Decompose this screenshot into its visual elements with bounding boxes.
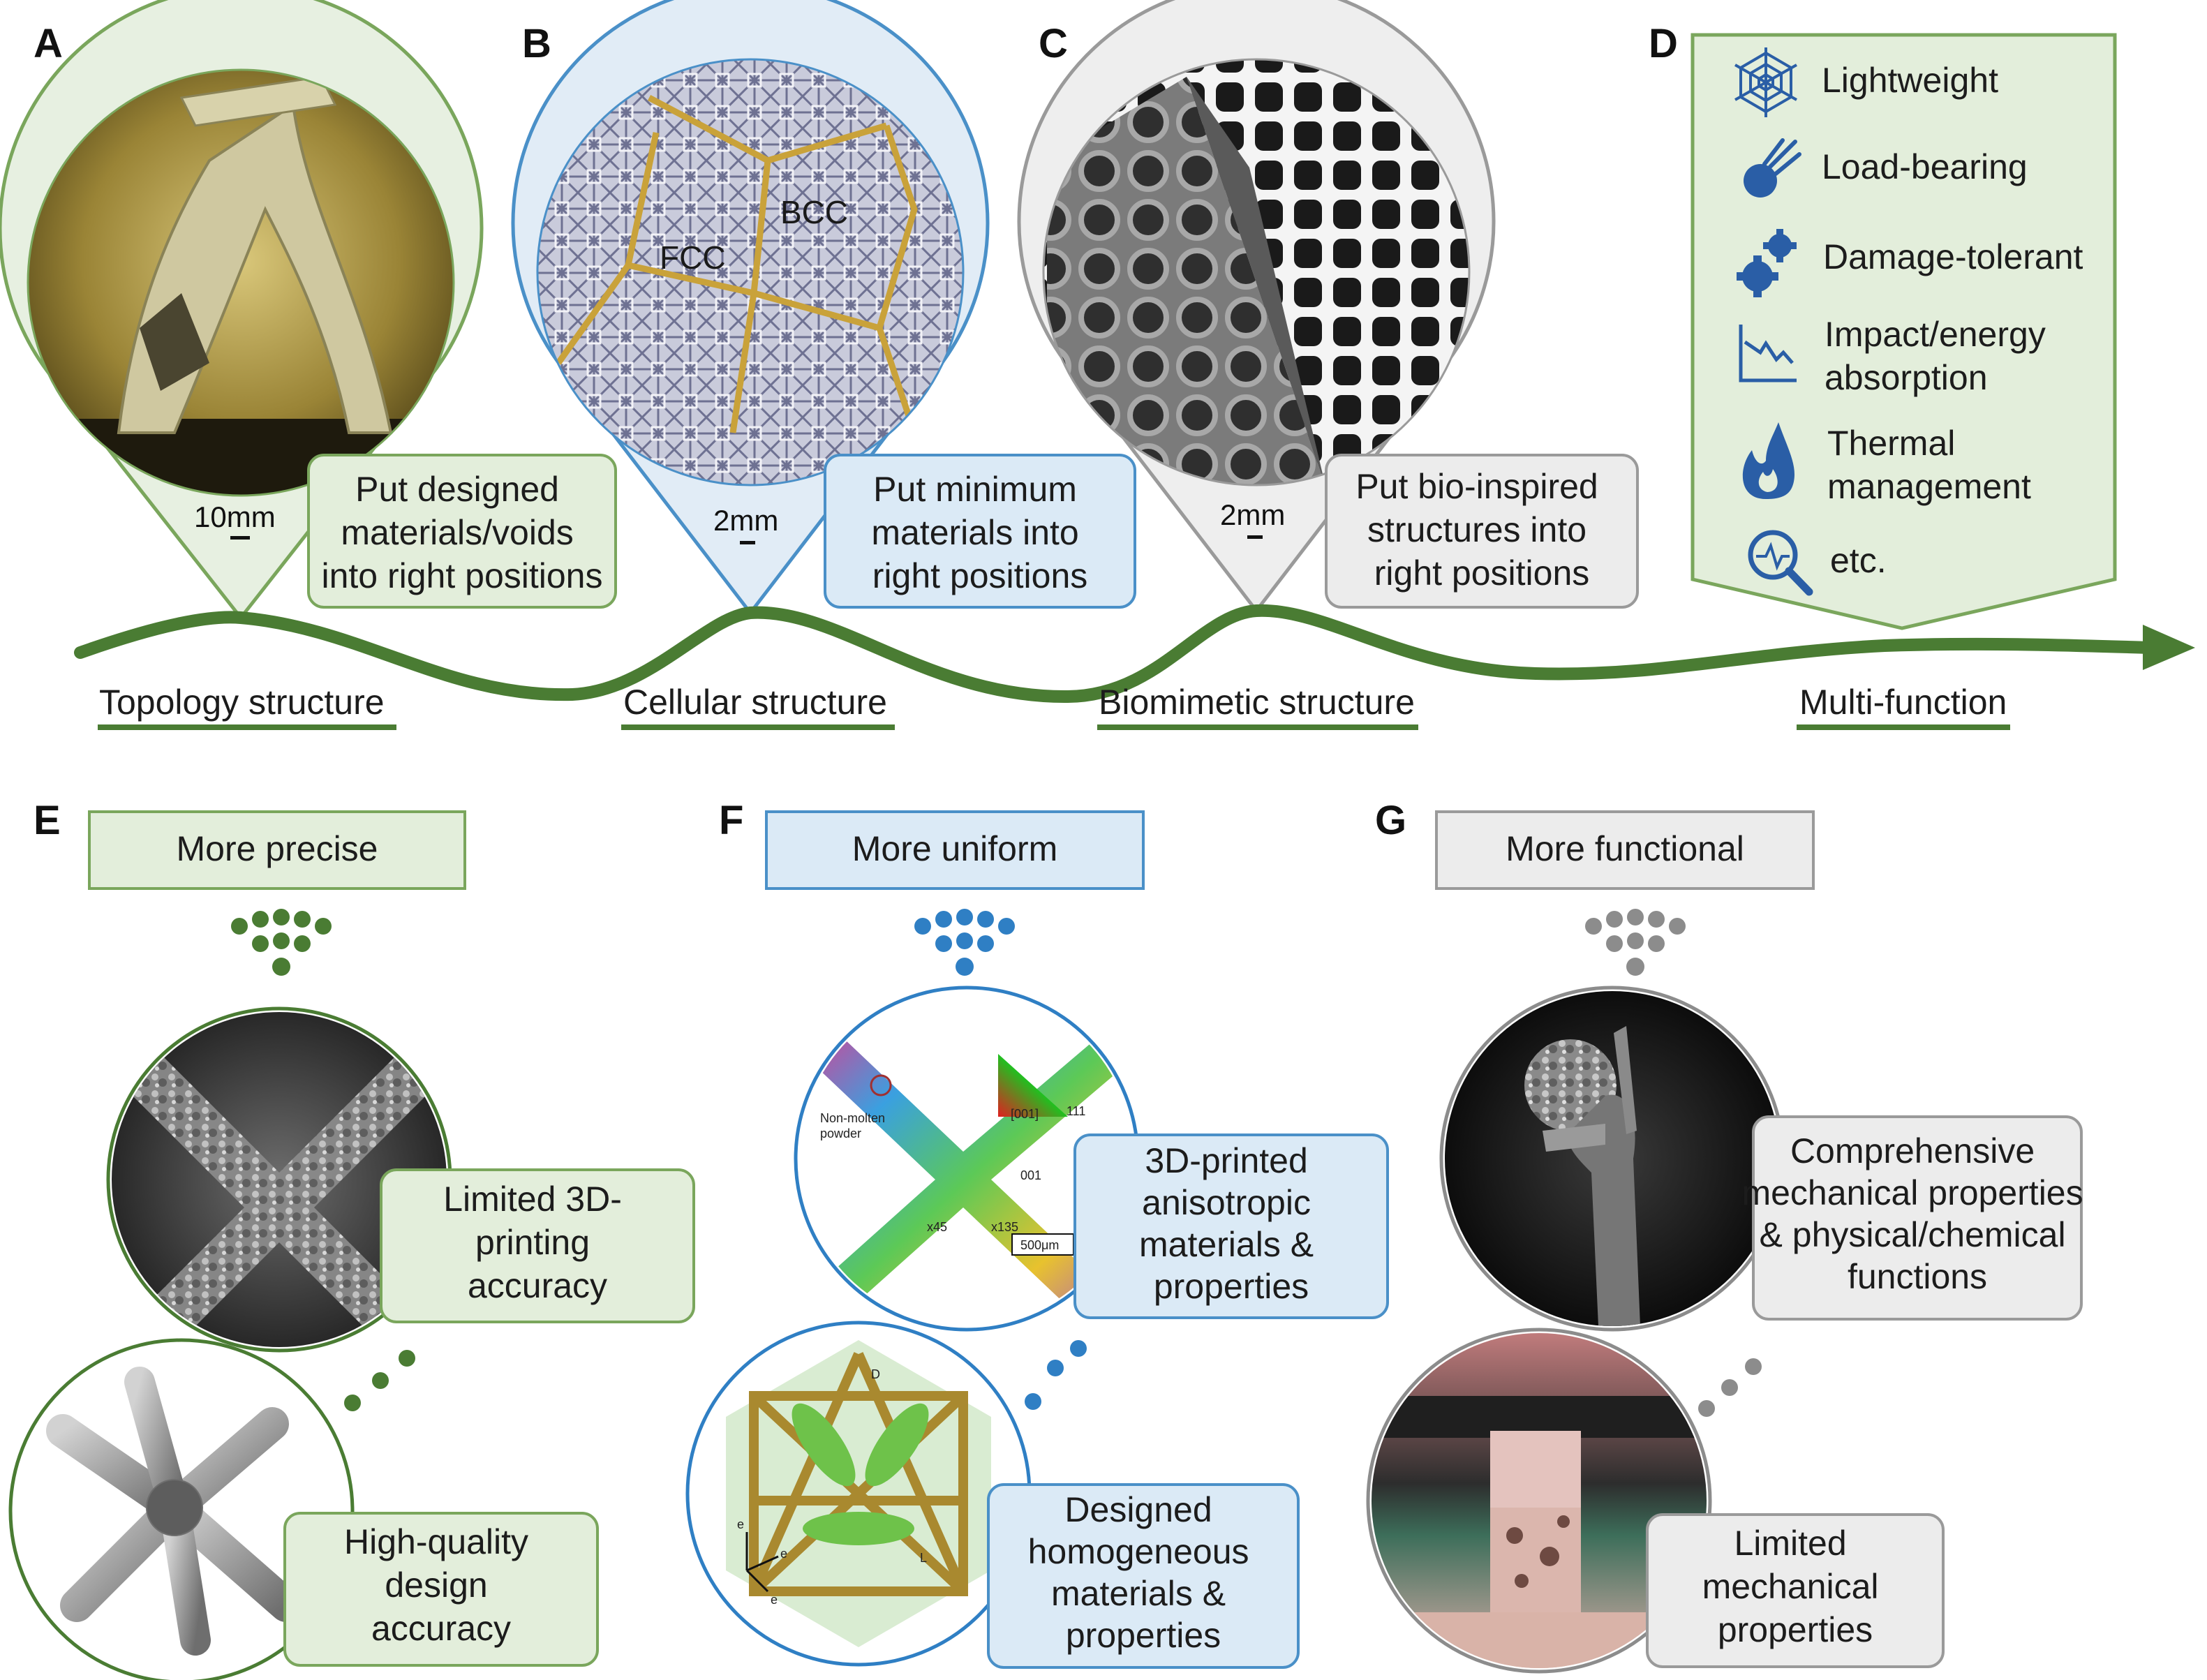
header-box-e (88, 810, 466, 890)
evolution-arrow (74, 604, 2195, 704)
lower-caption-f: Designed homogeneous materials & propert… (1028, 1490, 1259, 1655)
scale-bar-c: 2mm (1220, 498, 1285, 531)
caption-box-b (824, 454, 1136, 609)
lower-box-e (283, 1512, 599, 1667)
header-box-f (765, 810, 1145, 890)
ebsd-angle-45: x45 (927, 1220, 947, 1234)
panel-f: F More uniform Non-molten powder [001] 1… (685, 798, 1389, 1669)
panel-label-c: C (1039, 21, 1068, 66)
dot-trail-f (1025, 1340, 1087, 1410)
header-e: More precise (177, 829, 378, 868)
caption-c: Put bio-inspired structures into right p… (1355, 467, 1607, 593)
stage-cellular: Cellular structure (623, 683, 887, 722)
meteor-icon (1744, 138, 1801, 198)
feature-etc: etc. (1830, 541, 1887, 580)
panel-d: D Lightweight Load-bearing Damage-tolera… (1649, 21, 2117, 630)
scale-bar-b-line (740, 541, 755, 544)
gears-icon (1737, 229, 1797, 297)
lower-caption-g: Limited mechanical properties (1702, 1524, 1889, 1649)
cellular-lattice-image (537, 59, 963, 485)
stage-topology: Topology structure (99, 683, 385, 722)
ebsd-scale-box (1011, 1233, 1074, 1256)
feature-banner (1690, 33, 2117, 630)
upper-box-e (380, 1168, 695, 1323)
ebsd-powder-label: Non-molten powder (820, 1111, 889, 1140)
panel-b: B BCC FCC 2mm Put minimum materials into… (511, 0, 1136, 616)
designed-lattice (726, 1340, 991, 1647)
topology-photo (28, 70, 454, 496)
ipf-001-bracket: [001] (1011, 1107, 1039, 1121)
feature-damage-tolerant: Damage-tolerant (1823, 237, 2083, 276)
upper-caption-f: 3D-printed anisotropic materials & prope… (1139, 1141, 1323, 1306)
feature-load-bearing: Load-bearing (1822, 147, 2028, 186)
header-box-g (1435, 810, 1815, 890)
lower-box-f (987, 1483, 1300, 1669)
scale-bar-a-line (230, 536, 250, 540)
panel-label-e: E (34, 798, 61, 843)
cad-octet-node (46, 1367, 303, 1656)
ebsd-map (803, 1026, 1131, 1326)
scale-bar-a: 10mm (194, 500, 276, 533)
ebsd-angle-135: x135 (991, 1220, 1018, 1234)
lower-caption-e: High-quality design accuracy (344, 1522, 538, 1648)
scale-bar-c-line (1247, 535, 1263, 539)
lattice-label-bcc: BCC (780, 194, 848, 230)
compression-test-photo (1372, 1333, 1707, 1668)
stage-underline-a (98, 724, 396, 730)
header-f: More uniform (852, 829, 1058, 868)
panel-label-d: D (1649, 21, 1678, 66)
dot-trail-e (344, 1350, 415, 1411)
dot-trail-g (1698, 1358, 1762, 1417)
dot-cluster-e (231, 909, 332, 976)
caption-box-a (307, 454, 617, 609)
stage-multifunction: Multi-function (1799, 683, 2007, 722)
feature-lightweight: Lightweight (1822, 61, 1998, 100)
ipf-001: 001 (1020, 1168, 1041, 1182)
caption-box-c (1325, 454, 1639, 609)
dot-cluster-g (1585, 909, 1686, 976)
energy-chart-icon (1739, 325, 1797, 382)
panel-g: G More functional Comprehensive mechanic… (1366, 798, 2093, 1674)
biomimetic-image (1043, 59, 1469, 485)
panel-c: C 2mm Put bio-inspired structures into r… (1017, 0, 1639, 614)
stage-labels: Topology structure Cellular structure Bi… (98, 683, 2010, 730)
spider-web-icon (1734, 47, 1797, 117)
upper-box-f (1073, 1133, 1389, 1319)
magnifier-icon (1748, 530, 1813, 596)
upper-box-g (1752, 1115, 2083, 1321)
stage-underline-b (621, 724, 895, 730)
feature-thermal: Thermal management (1827, 424, 2031, 506)
upper-caption-g: Comprehensive mechanical properties & ph… (1741, 1131, 2093, 1296)
stage-biomimetic: Biomimetic structure (1099, 683, 1415, 722)
scale-bar-b: 2mm (713, 504, 778, 537)
flame-icon (1742, 422, 1794, 499)
lattice-label-fcc: FCC (660, 239, 726, 276)
stage-underline-c (1097, 724, 1418, 730)
ebsd-scale: 500μm (1020, 1238, 1059, 1252)
robotic-hand-photo (1445, 991, 1780, 1326)
panel-a: A 10mm Put designed materials/voids into… (0, 0, 617, 621)
panel-label-a: A (34, 21, 63, 66)
header-g: More functional (1506, 829, 1744, 868)
panel-label-b: B (522, 21, 551, 66)
panel-label-f: F (719, 798, 743, 843)
panel-e: E More precise Limited 3D- printing accu… (8, 798, 695, 1680)
feature-impact-energy: Impact/energy absorption (1825, 315, 2056, 397)
panel-label-g: G (1375, 798, 1406, 843)
axis-labels: e e e D L (737, 1367, 927, 1607)
caption-b: Put minimum materials into right positio… (871, 470, 1088, 595)
upper-caption-e: Limited 3D- printing accuracy (443, 1180, 632, 1305)
ipf-111: 111 (1067, 1104, 1085, 1118)
stage-underline-d (1797, 724, 2010, 730)
lower-box-g (1646, 1513, 1945, 1668)
caption-a: Put designed materials/voids into right … (321, 470, 602, 595)
dot-cluster-f (914, 909, 1015, 976)
